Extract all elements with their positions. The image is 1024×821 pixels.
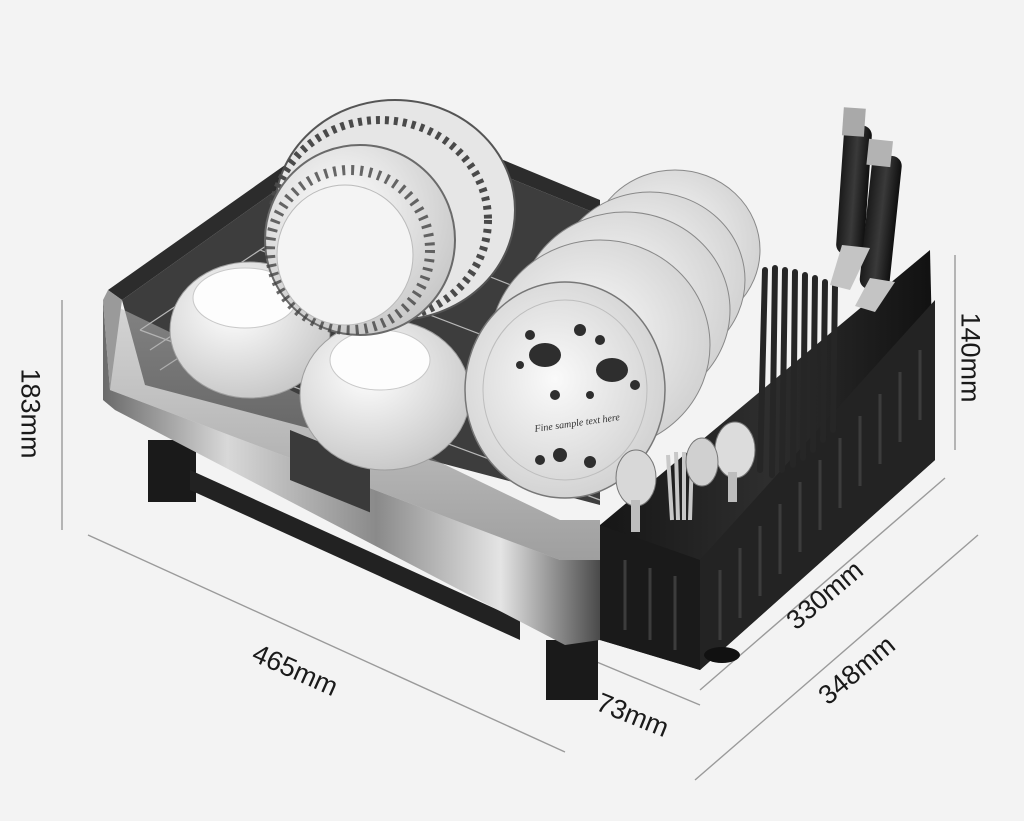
plate-bird-pattern — [516, 324, 640, 468]
rack-foot-right — [546, 640, 598, 700]
fork — [666, 451, 694, 521]
plate-front — [464, 281, 666, 499]
cutlery — [615, 421, 756, 532]
dimension-lines — [61, 255, 979, 781]
knives — [830, 107, 902, 312]
front-steel-panel — [103, 300, 600, 645]
spoon — [615, 449, 657, 507]
spoon — [714, 421, 756, 479]
plates: Fine sample text here — [464, 169, 761, 499]
utensil-holder — [600, 250, 935, 670]
patterned-bowl-stack — [264, 99, 516, 336]
chopsticks — [757, 265, 838, 478]
dimension-height-holder: 140mm — [955, 312, 986, 403]
knife-handle — [859, 154, 902, 291]
rack-foot-left — [148, 440, 196, 502]
front-badge — [290, 430, 370, 513]
drip-tray — [190, 470, 520, 640]
spoon — [685, 437, 719, 487]
knife-handle — [836, 124, 872, 256]
dimension-height-total: 183mm — [15, 368, 46, 459]
